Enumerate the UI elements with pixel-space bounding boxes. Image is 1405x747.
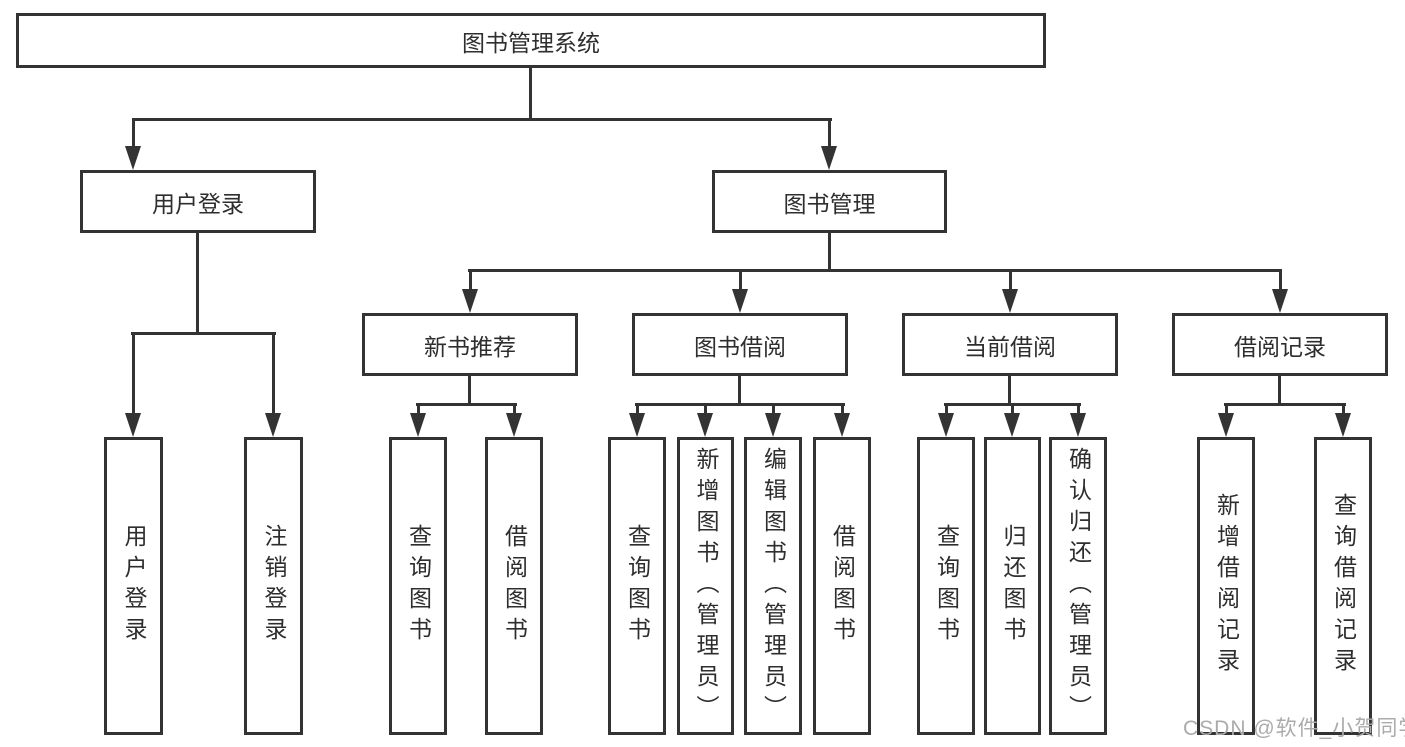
leaf-query-books-current: 查询图书 [917, 437, 975, 735]
leaf-query-books-recommend: 查询图书 [389, 437, 447, 735]
arrow-down-icon [1002, 289, 1018, 313]
connector-new-book-recommend-vline [468, 376, 471, 405]
arrow-down-icon [1335, 413, 1351, 437]
leaf-borrow-books-borrowing: 借阅图书 [813, 437, 871, 735]
arrow-down-icon [506, 413, 522, 437]
leaf-edit-book-admin: 编辑图书（管理员） [744, 437, 802, 735]
connector-arrow-to-book-management [821, 120, 837, 170]
connector-user-login-hline [131, 332, 276, 335]
connector-arrow-leaf [1004, 405, 1020, 437]
node-borrowing-records-label: 借阅记录 [1234, 333, 1326, 360]
arrow-down-icon [1070, 413, 1086, 437]
leaf-borrow-books-recommend-label: 借阅图书 [501, 524, 528, 648]
leaf-add-borrow-record: 新增借阅记录 [1197, 437, 1255, 735]
connector-user-login-vline [196, 233, 199, 334]
node-library-system: 图书管理系统 [16, 13, 1046, 68]
connector-book-management-hline [468, 269, 1282, 272]
connector-arrow-leaf [1218, 405, 1234, 437]
arrow-down-icon [1004, 413, 1020, 437]
node-book-borrowing-label: 图书借阅 [694, 333, 786, 360]
leaf-query-books-recommend-label: 查询图书 [405, 524, 432, 648]
connector-root-hline [132, 118, 832, 121]
connector-arrow-leaf [1335, 405, 1351, 437]
arrow-down-icon [125, 413, 141, 437]
node-borrowing-records: 借阅记录 [1172, 313, 1388, 376]
leaf-add-borrow-record-label: 新增借阅记录 [1213, 493, 1240, 679]
arrow-down-icon [697, 413, 713, 437]
node-book-management-label: 图书管理 [783, 190, 876, 217]
connector-arrow-leaf [506, 405, 522, 437]
connector-arrow-leaf [629, 405, 645, 437]
node-current-borrowing: 当前借阅 [902, 313, 1118, 376]
node-book-management: 图书管理 [712, 170, 947, 233]
leaf-borrow-books-borrowing-label: 借阅图书 [829, 524, 856, 648]
arrow-down-icon [834, 413, 850, 437]
arrow-down-icon [265, 413, 281, 437]
connector-arrow-to-book-borrowing [732, 271, 748, 313]
connector-book-borrowing-vline [738, 376, 741, 405]
leaf-return-book: 归还图书 [984, 437, 1041, 735]
connector-root-vline [529, 68, 532, 120]
connector-borrowing-records-hline [1224, 403, 1346, 406]
arrow-down-icon [1272, 289, 1288, 313]
leaf-return-book-label: 归还图书 [1000, 524, 1026, 648]
arrow-down-icon [410, 413, 426, 437]
connector-arrow-leaf [697, 405, 713, 437]
leaf-user-login: 用户登录 [104, 437, 163, 735]
connector-current-borrowing-hline [944, 403, 1081, 406]
arrow-down-icon [938, 413, 954, 437]
arrow-down-icon [821, 146, 837, 170]
leaf-confirm-return-admin-label: 确认归还（管理员） [1065, 446, 1092, 726]
connector-arrow-leaf [410, 405, 426, 437]
leaf-confirm-return-admin: 确认归还（管理员） [1049, 437, 1107, 735]
leaf-query-books-borrowing-label: 查询图书 [624, 524, 651, 648]
connector-arrow-to-borrowing-records [1272, 271, 1288, 313]
connector-arrow-to-leaf-user-login [125, 334, 141, 437]
connector-borrowing-records-vline [1278, 376, 1281, 405]
node-new-book-recommend-label: 新书推荐 [424, 333, 516, 360]
csdn-watermark: CSDN @软件_小贺同学 [1183, 717, 1405, 740]
leaf-query-books-borrowing: 查询图书 [608, 437, 666, 735]
connector-book-borrowing-hline [635, 403, 845, 406]
arrow-down-icon [765, 413, 781, 437]
connector-current-borrowing-vline [1008, 376, 1011, 405]
connector-new-book-recommend-hline [416, 403, 517, 406]
leaf-edit-book-admin-label: 编辑图书（管理员） [760, 446, 787, 726]
arrow-down-icon [125, 146, 141, 170]
leaf-query-books-current-label: 查询图书 [933, 524, 960, 648]
leaf-add-book-admin-label: 新增图书（管理员） [693, 446, 719, 726]
node-current-borrowing-label: 当前借阅 [964, 333, 1056, 360]
arrow-down-icon [462, 289, 478, 313]
leaf-user-login-label: 用户登录 [121, 524, 147, 648]
connector-arrow-to-new-book-recommend [462, 271, 478, 313]
node-new-book-recommend: 新书推荐 [362, 313, 578, 376]
node-user-login: 用户登录 [80, 170, 316, 233]
leaf-borrow-books-recommend: 借阅图书 [485, 437, 543, 735]
node-user-login-label: 用户登录 [152, 190, 244, 217]
connector-arrow-to-leaf-logout [265, 334, 281, 437]
leaf-query-borrow-record-label: 查询借阅记录 [1330, 493, 1357, 679]
node-library-system-label: 图书管理系统 [462, 29, 600, 56]
connector-arrow-leaf [834, 405, 850, 437]
connector-arrow-to-user-login [125, 120, 141, 170]
arrow-down-icon [1218, 413, 1234, 437]
connector-arrow-to-current-borrowing [1002, 271, 1018, 313]
leaf-add-book-admin: 新增图书（管理员） [677, 437, 734, 735]
node-book-borrowing: 图书借阅 [632, 313, 848, 376]
arrow-down-icon [732, 289, 748, 313]
leaf-logout: 注销登录 [244, 437, 303, 735]
connector-book-management-vline [828, 233, 831, 271]
arrow-down-icon [629, 413, 645, 437]
connector-arrow-leaf [938, 405, 954, 437]
leaf-logout-label: 注销登录 [261, 524, 287, 648]
connector-arrow-leaf [1070, 405, 1086, 437]
connector-arrow-leaf [765, 405, 781, 437]
leaf-query-borrow-record: 查询借阅记录 [1314, 437, 1372, 735]
